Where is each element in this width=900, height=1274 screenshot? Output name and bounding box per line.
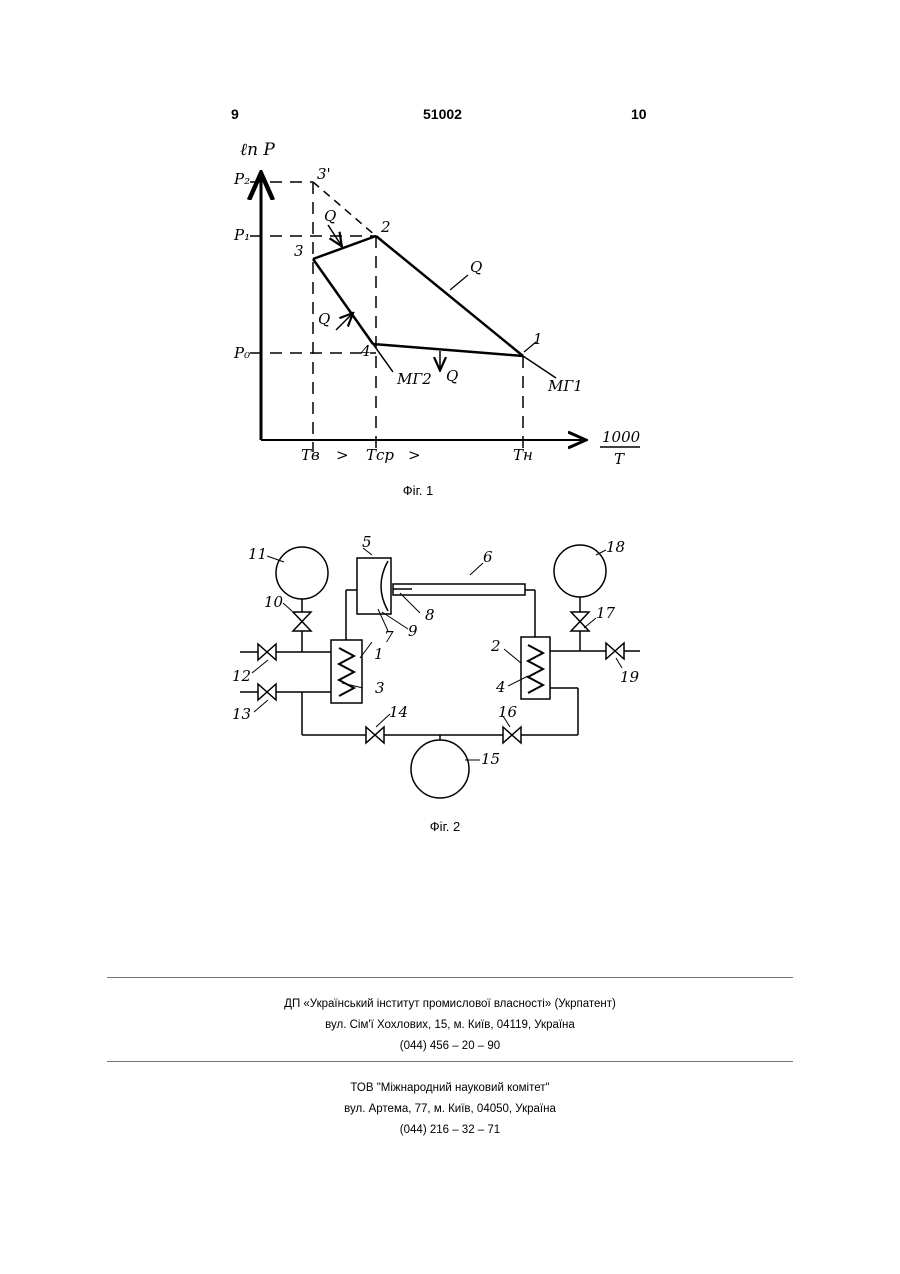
label-7: 7: [384, 628, 394, 646]
valve-12: [258, 644, 276, 660]
label-14: 14: [389, 703, 408, 721]
label-12: 12: [232, 667, 251, 685]
valve-13: [258, 684, 276, 700]
footer-divider-top: [107, 977, 793, 978]
footer-org1-address: вул. Сім'ї Хохлових, 15, м. Київ, 04119,…: [0, 1015, 900, 1036]
valve-16: [503, 727, 521, 743]
label-3: 3: [375, 679, 385, 697]
label-10: 10: [264, 593, 283, 611]
valve-19: [606, 643, 624, 659]
footer-org2-phone: (044) 216 – 32 – 71: [0, 1120, 900, 1141]
footer-org2-address: вул. Артема, 77, м. Київ, 04050, Україна: [0, 1099, 900, 1120]
label-17: 17: [596, 604, 615, 622]
valve-10: [293, 612, 311, 631]
label-8: 8: [425, 606, 435, 624]
label-1: 1: [374, 645, 384, 663]
footer-block-1: ДП «Український інститут промислової вла…: [0, 994, 900, 1057]
figure-2-caption: Фіг. 2: [395, 819, 495, 834]
tank-15: [411, 740, 469, 798]
footer-divider-middle: [107, 1061, 793, 1062]
label-11: 11: [248, 545, 267, 563]
label-15: 15: [481, 750, 500, 768]
valve-17: [571, 612, 589, 631]
footer-org1-phone: (044) 456 – 20 – 90: [0, 1036, 900, 1057]
label-2: 2: [491, 637, 501, 655]
label-16: 16: [498, 703, 517, 721]
reactor-1: [331, 640, 362, 703]
label-19: 19: [620, 668, 639, 686]
tank-11: [276, 547, 328, 599]
tube-6: [393, 584, 525, 595]
tank-18: [554, 545, 606, 597]
label-5: 5: [362, 533, 372, 551]
label-18: 18: [606, 538, 625, 556]
label-9: 9: [408, 622, 418, 640]
label-13: 13: [232, 705, 251, 723]
label-4: 4: [496, 678, 506, 696]
footer-block-2: ТОВ "Міжнародний науковий комітет" вул. …: [0, 1078, 900, 1141]
footer-org1-name: ДП «Український інститут промислової вла…: [0, 994, 900, 1015]
label-6: 6: [483, 548, 493, 566]
footer-org2-name: ТОВ "Міжнародний науковий комітет": [0, 1078, 900, 1099]
valve-14: [366, 727, 384, 743]
